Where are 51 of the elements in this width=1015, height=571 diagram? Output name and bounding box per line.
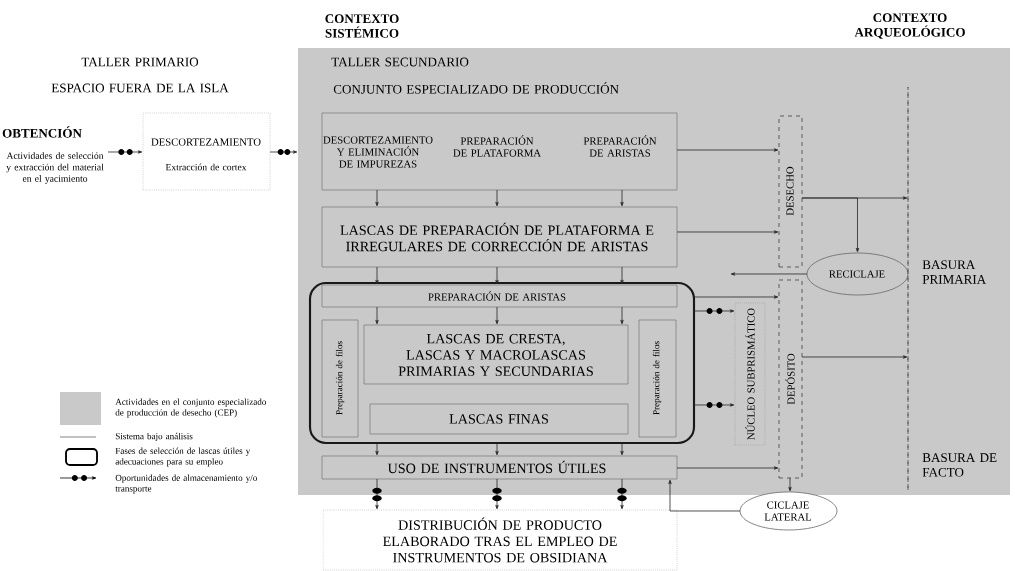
- process-box: USO DE INSTRUMENTOS ÚTILES: [321, 455, 678, 480]
- process-box: DESCORTEZAMIENTO Extracción de cortex: [142, 112, 271, 191]
- heading-text: CONTEXTO SISTÉMICO: [325, 14, 399, 38]
- arrow: [375, 442, 379, 456]
- legend-text: Fases de selección de lascas útiles y adecuaciones para su empleo: [115, 447, 251, 467]
- heading-text: CONTEXTO ARQUEOLÓGICO: [854, 13, 965, 39]
- deposit-box: DEPÓSITO: [778, 279, 803, 479]
- transport-arrow: [269, 150, 298, 154]
- transport-arrow: [693, 403, 735, 407]
- process-box: PREPARACIÓN DE ARISTAS: [321, 284, 678, 308]
- heading-text: ESPACIO FUERA DE LA ISLA: [51, 83, 229, 93]
- core-box: NÚCLEO SUBPRISMÁTICO: [734, 302, 766, 446]
- arrow: [801, 197, 860, 253]
- arrow: [668, 479, 741, 512]
- boundary-line: [907, 86, 909, 491]
- waste-box: DESECHO: [778, 115, 803, 268]
- arrow: [801, 355, 908, 359]
- process-box: LASCAS FINAS: [369, 403, 629, 435]
- arrow: [495, 306, 499, 325]
- process-box: LASCAS DE PREPARACIÓN DE PLATAFORMA E IRREGULARES DE CORRECCIÓN DE ARISTAS: [321, 206, 678, 268]
- arrow: [620, 266, 624, 285]
- arrow: [375, 189, 379, 207]
- process-box: LASCAS DE CRESTA, LASCAS Y MACROLASCAS PRIMARIAS Y SECUNDARIAS: [363, 324, 629, 385]
- selection-frame: [308, 281, 696, 445]
- transport-arrow: [693, 309, 735, 313]
- arrow: [676, 148, 779, 152]
- arrow: [676, 230, 779, 234]
- legend-text: Actividades en el conjunto especializado de producción de desecho (CEP): [115, 398, 266, 418]
- activity-text: OBTENCIÓN Actividades de selección y extracción del material en el yacimiento: [2, 126, 104, 184]
- arrow: [676, 466, 779, 470]
- process-box: Preparación de filos: [638, 319, 677, 438]
- arrow: [730, 272, 808, 276]
- process-box: Preparación de filos: [321, 319, 359, 438]
- arrow: [620, 442, 624, 456]
- zone-text: BASURA DE FACTO: [922, 453, 997, 477]
- arrow: [375, 266, 379, 285]
- arrow: [375, 306, 379, 325]
- zone-text: BASURA PRIMARIA: [922, 260, 987, 284]
- arrow: [495, 442, 499, 456]
- legend-text: Oportunidades de almacenamiento y/o transporte: [115, 474, 257, 494]
- transport-arrow: [107, 150, 143, 154]
- arrow: [693, 295, 779, 299]
- arrow: [788, 477, 792, 492]
- arrow: [620, 189, 624, 207]
- legend-text: Sistema bajo análisis: [115, 432, 193, 442]
- arrow: [495, 189, 499, 207]
- process-box: DISTRIBUCIÓN DE PRODUCTO ELABORADO TRAS EL EMPLEO DE INSTRUMENTOS DE OBSIDIANA: [322, 509, 678, 571]
- heading-text: TALLER PRIMARIO: [81, 57, 199, 67]
- arrow: [620, 306, 624, 325]
- process-box: DESCORTEZAMIENTO Y ELIMINACIÓN DE IMPUREZAS PREPARACIÓN DE PLATAFORMA PREPARACIÓN DE ARISTAS: [321, 112, 678, 191]
- arrow: [495, 266, 499, 285]
